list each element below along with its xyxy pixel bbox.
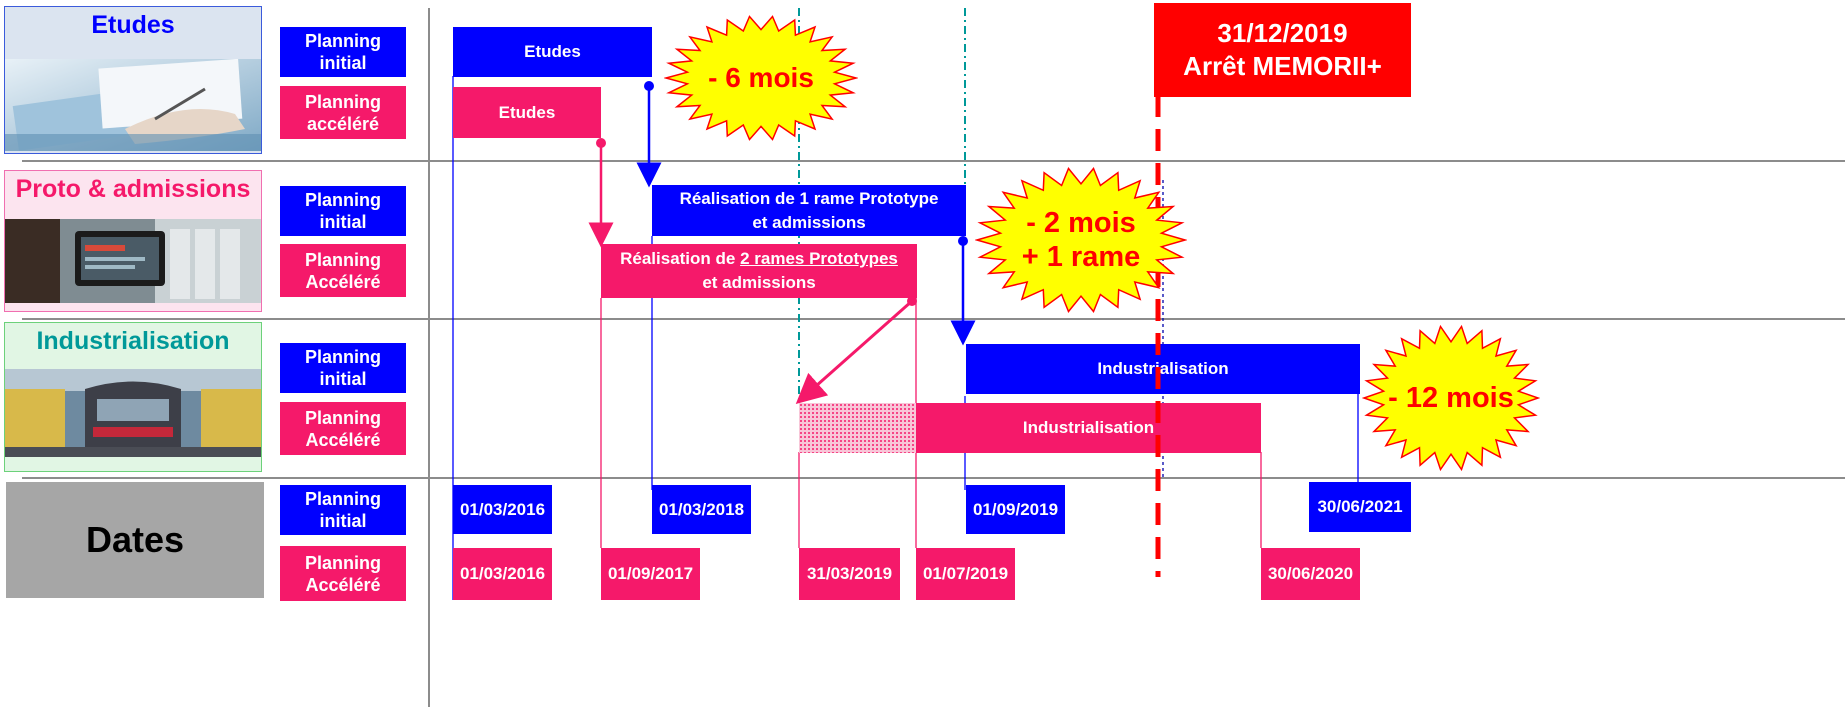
label-planning-accelere: Planning Accéléré bbox=[280, 402, 406, 455]
engineer-drafting-photo bbox=[5, 59, 261, 151]
deadline-box: 31/12/2019 Arrêt MEMORII+ bbox=[1154, 3, 1411, 97]
burst-label-2-mois: - 2 mois + 1 rame bbox=[1021, 207, 1141, 273]
label-planning-initial: Planning initial bbox=[280, 343, 406, 393]
date-initial: 01/03/2016 bbox=[453, 485, 552, 534]
starburst-shape bbox=[664, 15, 858, 141]
category-title: Proto & admissions bbox=[15, 175, 251, 203]
bar-indus-initial: Industrialisation bbox=[966, 344, 1360, 394]
deadline-text: Arrêt MEMORII+ bbox=[1183, 51, 1382, 81]
date-accelere: 01/07/2019 bbox=[916, 548, 1015, 600]
category-dates: Dates bbox=[6, 482, 264, 598]
deadline-date: 31/12/2019 bbox=[1217, 18, 1348, 48]
category-title: Etudes bbox=[91, 11, 175, 39]
category-title: Industrialisation bbox=[36, 327, 230, 355]
bar-indus-accelere: Industrialisation bbox=[916, 403, 1261, 453]
dependency-arrow-proto-accelere bbox=[795, 296, 917, 404]
burst-label-6-mois: - 6 mois bbox=[708, 62, 814, 93]
deadline-line bbox=[1155, 95, 1161, 577]
bar-proto-initial: Réalisation de 1 rame Prototype et admis… bbox=[652, 185, 966, 236]
dates-title: Dates bbox=[85, 519, 185, 560]
label-planning-initial: Planning initial bbox=[280, 27, 406, 77]
vertical-divider bbox=[428, 8, 430, 707]
label-planning-accelere: Planning accéléré bbox=[280, 86, 406, 139]
control-panel-photo bbox=[5, 219, 261, 303]
dependency-arrow-etudes-initial bbox=[636, 81, 662, 188]
dependency-arrow-etudes-accelere bbox=[588, 138, 614, 248]
date-accelere: 31/03/2019 bbox=[799, 548, 900, 600]
date-accelere: 01/09/2017 bbox=[601, 548, 700, 600]
dependency-arrow-proto-initial bbox=[950, 236, 976, 346]
date-initial: 01/09/2019 bbox=[966, 485, 1065, 534]
starburst-12-mois bbox=[1362, 324, 1540, 472]
row-separator bbox=[22, 477, 1845, 479]
category-industrialisation: Industrialisation bbox=[4, 322, 262, 472]
bar-indus-gain-hatched bbox=[799, 403, 917, 453]
row-separator bbox=[22, 160, 1845, 162]
label-planning-initial: Planning initial bbox=[280, 485, 406, 535]
starburst-shape bbox=[1362, 324, 1540, 472]
category-etudes: Etudes bbox=[4, 6, 262, 154]
date-accelere: 30/06/2020 bbox=[1261, 548, 1360, 600]
bar-proto-accelere-text: Réalisation de 2 rames Prototypes et adm… bbox=[620, 249, 898, 292]
label-planning-initial: Planning initial bbox=[280, 186, 406, 236]
bar-etudes-initial: Etudes bbox=[453, 27, 652, 77]
burst-label-12-mois: - 12 mois bbox=[1388, 382, 1514, 414]
date-initial: 30/06/2021 bbox=[1309, 482, 1411, 532]
label-planning-accelere: Planning Accéléré bbox=[280, 244, 406, 297]
train-factory-photo bbox=[5, 369, 261, 457]
bar-etudes-accelere: Etudes bbox=[453, 87, 601, 138]
bar-proto-accelere: Réalisation de 2 rames Prototypes et adm… bbox=[601, 244, 917, 298]
starburst-shape bbox=[975, 167, 1187, 313]
date-accelere: 01/03/2016 bbox=[453, 548, 552, 600]
label-planning-accelere: Planning Accéléré bbox=[280, 546, 406, 601]
row-separator bbox=[22, 318, 1845, 320]
category-proto: Proto & admissions bbox=[4, 170, 262, 312]
date-initial: 01/03/2018 bbox=[652, 485, 751, 534]
starburst-2-mois bbox=[975, 167, 1187, 313]
starburst-6-mois bbox=[664, 15, 858, 141]
